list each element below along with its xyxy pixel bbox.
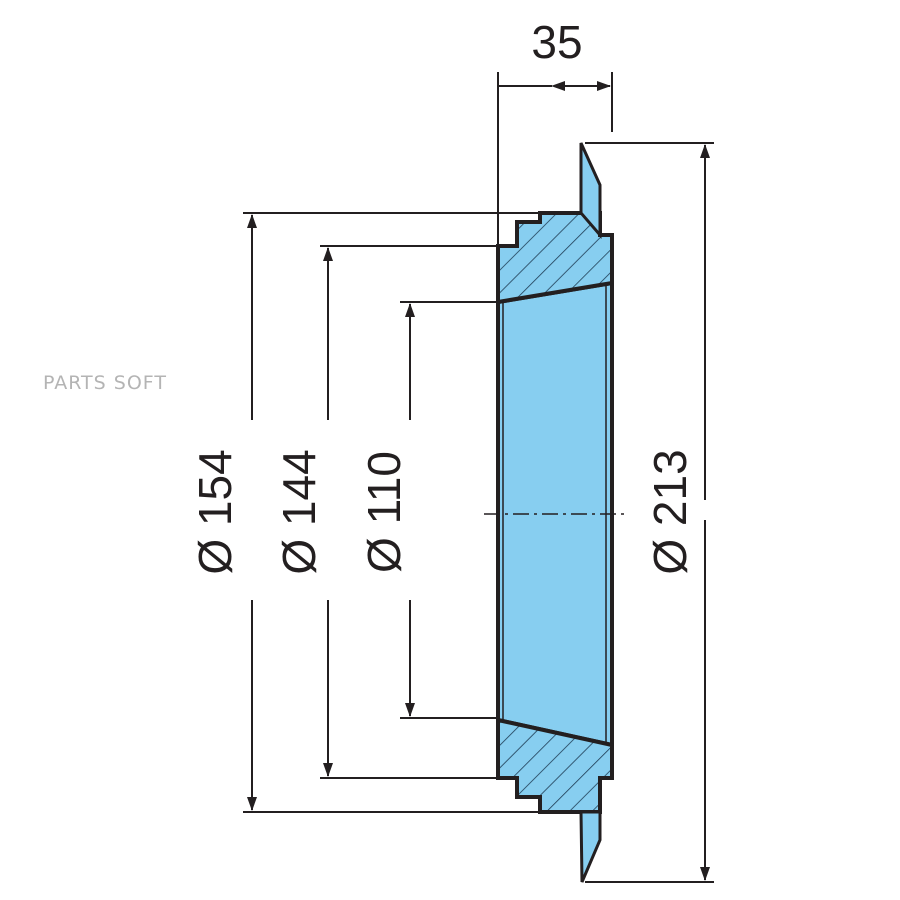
dim-width-35: 35 (531, 16, 582, 68)
dim-diameter-154: Ø 154 (189, 449, 241, 574)
dimension-lines (243, 72, 714, 883)
dim-diameter-213: Ø 213 (644, 449, 696, 574)
watermark: PARTS SOFT (43, 372, 167, 394)
dim-diameter-110: Ø 110 (358, 451, 410, 573)
dim-diameter-144: Ø 144 (273, 449, 325, 574)
part-section (496, 142, 614, 883)
